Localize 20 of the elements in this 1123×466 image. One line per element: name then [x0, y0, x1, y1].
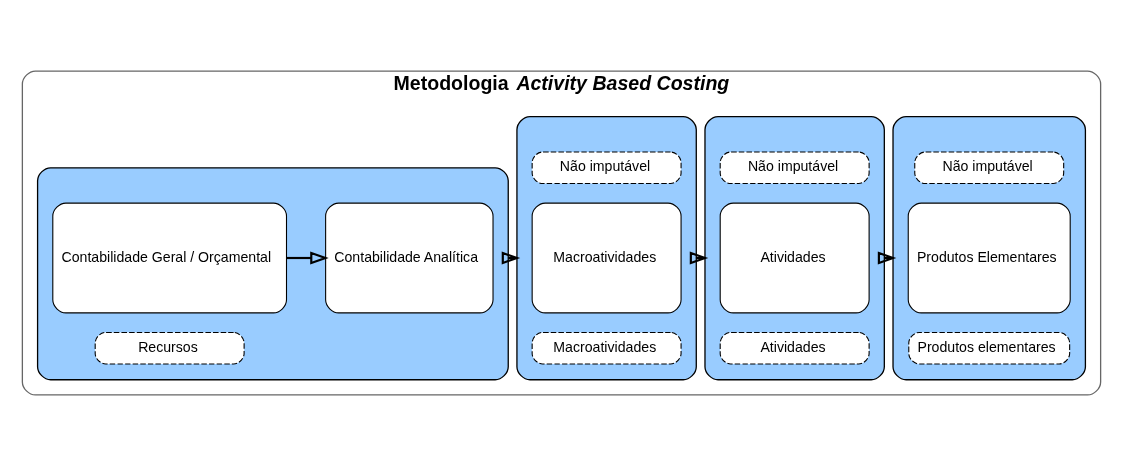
node-box: Recursos	[94, 331, 245, 365]
cluster	[704, 116, 885, 381]
node-box: Não imputável	[531, 151, 682, 185]
node-box: Não imputável	[914, 151, 1065, 185]
cluster	[892, 116, 1087, 381]
node-box: Produtos elementares	[908, 331, 1071, 365]
node-box: Macroatividades	[531, 331, 682, 365]
arrow	[501, 251, 521, 265]
node-box: Macroatividades	[531, 202, 682, 314]
cluster	[36, 167, 509, 381]
arrow	[286, 251, 329, 265]
node-box: Contabilidade Geral / Orçamental	[52, 202, 288, 314]
node-box: Não imputável	[719, 151, 870, 185]
node-box: Produtos Elementares	[907, 202, 1071, 314]
arrow	[689, 251, 709, 265]
node-box: Atividades	[719, 202, 870, 314]
node-box: Atividades	[719, 331, 870, 365]
node-box: Contabilidade Analítica	[325, 202, 494, 314]
cluster	[516, 116, 697, 381]
arrow	[877, 251, 897, 265]
